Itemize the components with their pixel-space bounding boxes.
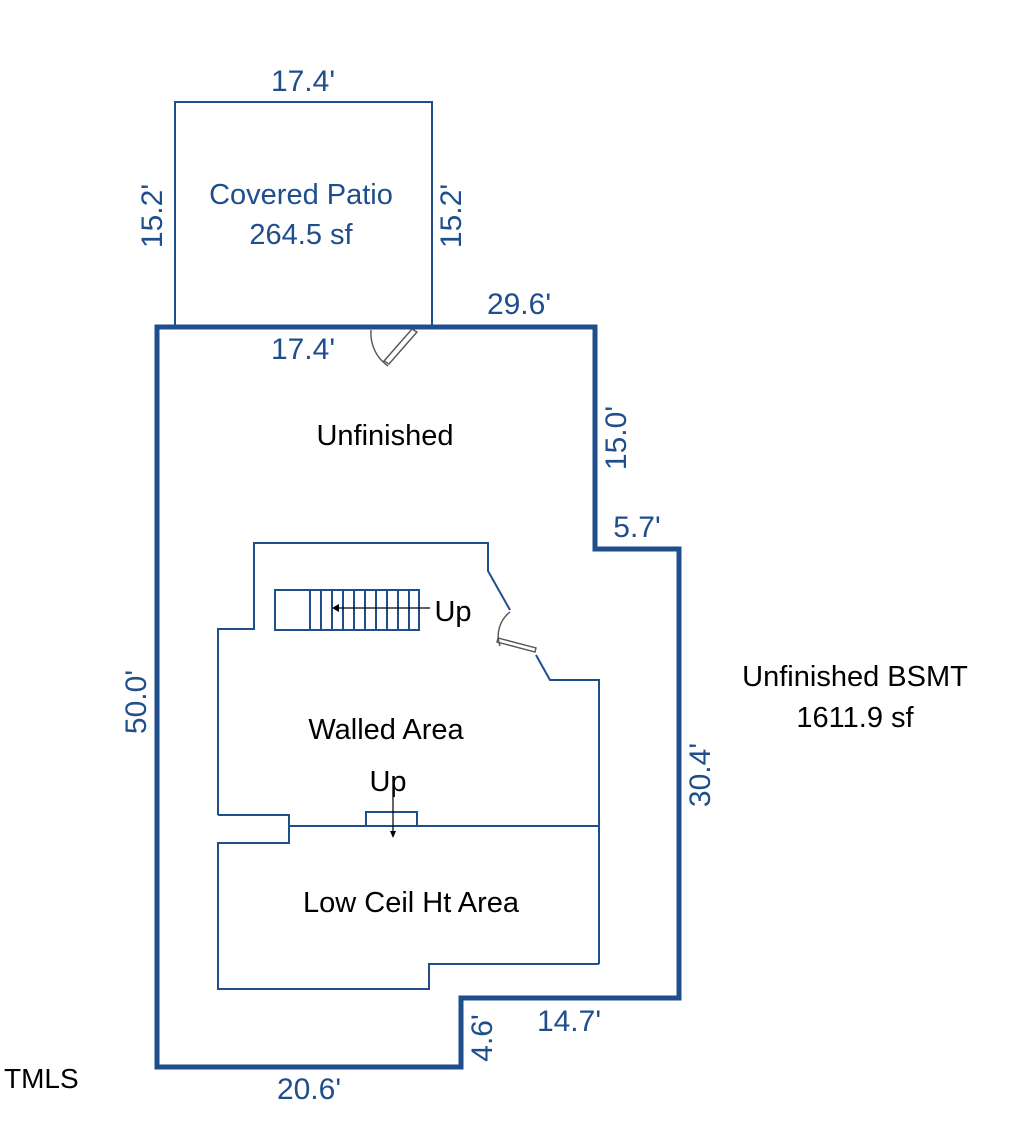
patio-dim-left: 15.2' — [136, 184, 169, 248]
dim-bottom-right: 14.7' — [537, 1005, 601, 1038]
dim-step: 5.7' — [613, 511, 660, 544]
dim-top-right: 29.6' — [487, 288, 551, 321]
step-up — [365, 797, 418, 838]
low-ceiling-wall — [218, 814, 599, 827]
room-walled-area: Walled Area — [308, 714, 464, 746]
staircase — [274, 589, 430, 631]
basement-outer-wall — [154, 324, 682, 1070]
stair-up-label: Up — [434, 596, 471, 628]
watermark-text: TMLS — [4, 1063, 79, 1094]
patio-door-leaf — [382, 328, 419, 365]
dim-right-lower: 30.4' — [684, 743, 717, 807]
dim-notch-vertical: 4.6' — [466, 1014, 499, 1061]
patio-area: 264.5 sf — [249, 219, 353, 251]
patio-dim-bottom: 17.4' — [271, 333, 335, 366]
summary-name: Unfinished BSMT — [742, 661, 968, 693]
room-unfinished: Unfinished — [316, 420, 453, 452]
patio-dim-top: 17.4' — [271, 65, 335, 98]
summary-area: 1611.9 sf — [796, 702, 914, 734]
patio-name: Covered Patio — [209, 179, 393, 211]
room-low-ceiling: Low Ceil Ht Area — [303, 887, 520, 919]
walled-area-wall — [217, 542, 511, 815]
dim-left: 50.0' — [120, 670, 153, 734]
low-ceiling-wall-lower — [217, 826, 599, 990]
dim-bottom-left: 20.6' — [277, 1073, 341, 1106]
covered-patio-outline — [174, 101, 433, 328]
walled-area-wall-right — [535, 654, 600, 964]
patio-door-swing — [370, 329, 389, 367]
dim-right-upper: 15.0' — [600, 406, 633, 470]
patio-dim-right: 15.2' — [435, 184, 468, 248]
step-up-label: Up — [369, 766, 406, 798]
interior-door-leaf — [496, 637, 537, 653]
